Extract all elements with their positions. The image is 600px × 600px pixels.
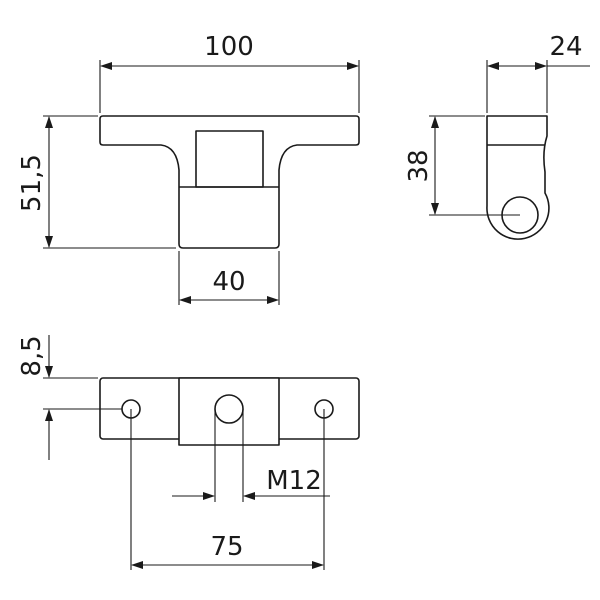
dimension-top-body-width: 40 (178, 251, 280, 305)
dimension-bottom-edge-offset: 8,5 (17, 335, 122, 460)
dimension-label-top-width: 100 (204, 32, 254, 62)
dimension-label-side-height: 38 (404, 149, 434, 182)
bottom-view (99, 377, 360, 446)
front-view (99, 115, 360, 249)
front-view-boss (195, 130, 264, 188)
dimension-label-bottom-thread: M12 (266, 466, 322, 496)
dimension-side-height: 38 (404, 115, 520, 216)
bottom-view-thread-hole (214, 394, 244, 424)
dimension-top-height: 51,5 (17, 115, 176, 249)
dimension-label-bottom-edge-offset: 8,5 (17, 335, 47, 376)
dimension-label-side-width: 24 (549, 32, 582, 62)
dimension-label-top-body-width: 40 (212, 267, 245, 297)
dimension-side-width: 24 (486, 32, 590, 113)
dimension-label-bottom-hole-spacing: 75 (210, 532, 243, 562)
dimension-bottom-thread: M12 (172, 409, 330, 502)
dimension-label-top-height: 51,5 (17, 154, 47, 212)
side-view (486, 115, 550, 240)
dimension-top-width: 100 (99, 32, 360, 113)
dimension-bottom-hole-spacing: 75 (130, 409, 325, 570)
